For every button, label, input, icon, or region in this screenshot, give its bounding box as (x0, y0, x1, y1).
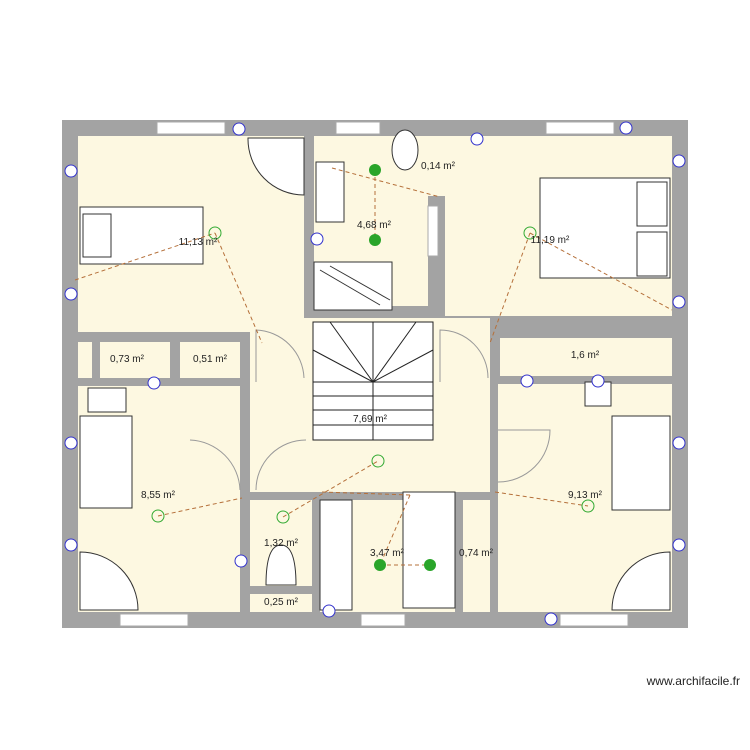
ceiling-light-icon (581, 499, 595, 513)
desk-top-left (247, 137, 305, 196)
outlet-icon (672, 538, 686, 552)
electrical-wiring (74, 164, 673, 571)
outlet-icon (544, 612, 558, 626)
area-label: 4,68 m² (357, 220, 392, 231)
bathtub (315, 161, 345, 223)
outlet-icon (619, 121, 633, 135)
ceiling-light-icon (208, 226, 222, 240)
outlet-icon (232, 122, 246, 136)
outlet-icon (64, 164, 78, 178)
desk-bottom-right (611, 551, 671, 611)
ceiling-light-icon (276, 510, 290, 524)
outlet-icon (64, 538, 78, 552)
outlet-icon (591, 374, 605, 388)
bathroom-light-icon (374, 559, 386, 571)
watermark: www.archifacile.fr (646, 674, 740, 688)
area-label: 0,74 m² (459, 548, 494, 559)
outlets (64, 121, 686, 626)
ceiling-light-icon (371, 454, 385, 468)
floor-storage-bottom[interactable] (250, 594, 312, 612)
area-label: 0,51 m² (193, 354, 228, 365)
area-label: 11,19 m² (531, 235, 570, 246)
area-label: 1,32 m² (264, 538, 299, 549)
outlet-icon (64, 287, 78, 301)
toilet-bottom (265, 544, 297, 586)
outlet-icon (147, 376, 161, 390)
area-label: 8,55 m² (141, 490, 176, 501)
floor-closet-4[interactable] (463, 500, 490, 612)
floor-closet-1[interactable] (100, 342, 170, 378)
outlet-icon (470, 132, 484, 146)
area-label: 0,25 m² (264, 597, 299, 608)
floor-closet-0[interactable] (78, 342, 92, 378)
area-label: 0,73 m² (110, 354, 145, 365)
desk-bottom-left (79, 551, 139, 611)
outlet-icon (672, 154, 686, 168)
outlet-icon (672, 436, 686, 450)
area-label: 7,69 m² (353, 414, 388, 425)
bathroom-light-icon (369, 164, 381, 176)
shower (313, 261, 393, 311)
outlet-icon (234, 554, 248, 568)
area-label: 3,47 m² (370, 548, 405, 559)
outlet-icon (672, 295, 686, 309)
outlet-icon (520, 374, 534, 388)
floor-closet-2[interactable] (180, 342, 240, 378)
furniture (79, 129, 671, 611)
bathroom-light-icon (369, 234, 381, 246)
bed-bottom-right (611, 415, 671, 511)
sink-unit (319, 499, 353, 611)
area-labels: 11,13 m² 4,68 m² 0,14 m² 11,19 m² 0,73 m… (110, 161, 603, 608)
area-label: 9,13 m² (568, 490, 603, 501)
ceiling-light-icon (523, 226, 537, 240)
windows (119, 121, 629, 627)
outlet-icon (64, 436, 78, 450)
area-label: 0,14 m² (421, 161, 456, 172)
staircase (312, 321, 434, 441)
doors (189, 329, 551, 491)
outlet-icon (322, 604, 336, 618)
ceiling-light-icon (151, 509, 165, 523)
bathroom-light-icon (424, 559, 436, 571)
area-label: 11,13 m² (179, 237, 218, 248)
toilet-top (391, 129, 419, 171)
outlet-icon (310, 232, 324, 246)
shower-bottom (402, 491, 456, 609)
bed-bottom-left (79, 415, 133, 509)
area-label: 1,6 m² (571, 350, 600, 361)
floor-closet-3[interactable] (500, 338, 672, 376)
